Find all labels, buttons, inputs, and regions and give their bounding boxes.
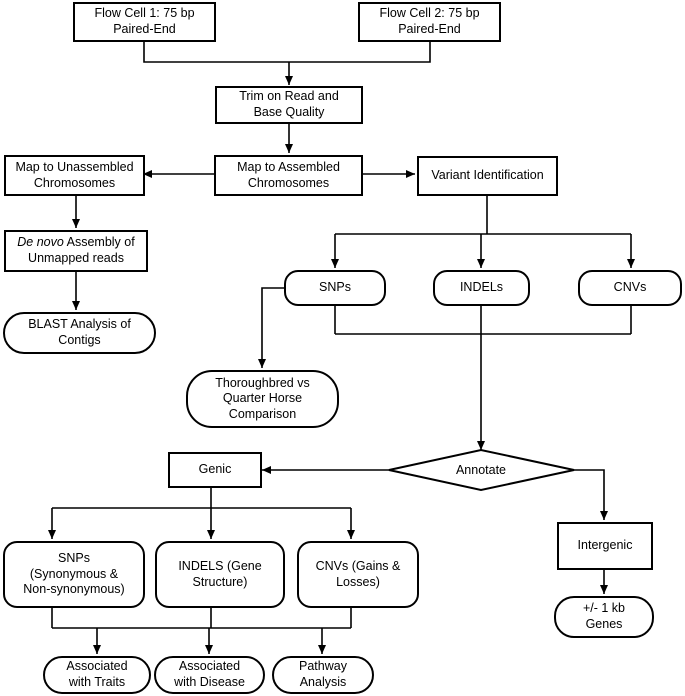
plus-minus-genes-line1: +/- 1 kb <box>582 601 626 616</box>
genic-cnvs-line1: CNVs (Gains & <box>315 558 401 573</box>
pathway-line2: Analysis <box>299 675 347 689</box>
indels-label: INDELs <box>459 280 504 295</box>
disease-line2: with Disease <box>174 675 245 689</box>
blast-line2: Contigs <box>58 333 101 347</box>
thoroughbred-line2: Quarter Horse <box>222 391 303 406</box>
snps-label: SNPs <box>319 280 351 295</box>
variant-identification-box: Variant Identification <box>417 156 558 196</box>
flow-cell-1-line2: Paired-End <box>113 22 176 36</box>
arrow-to-thoroughbred <box>258 287 284 368</box>
annotate-diamond <box>388 448 575 492</box>
pathway-line1: Pathway <box>299 659 347 674</box>
snps-box: SNPs <box>284 270 386 306</box>
map-assembled-line1: Map to Assembled <box>237 159 340 174</box>
traits-line2: with Traits <box>68 675 126 689</box>
thoroughbred-line3: Comparison <box>228 406 297 421</box>
map-unassembled-line2: Chromosomes <box>33 175 116 190</box>
genic-box: Genic <box>168 452 262 488</box>
genic-snps-line3: Non-synonymous) <box>23 582 125 597</box>
trim-line2: Base Quality <box>253 105 325 119</box>
flow-cell-2-line2: Paired-End <box>398 22 461 36</box>
cnvs-label: CNVs <box>613 280 647 295</box>
flow-cell-1-line1: Flow Cell 1: 75 bp <box>94 6 195 21</box>
connector-flowcell2-merge <box>289 42 431 63</box>
traits-line1: Associated <box>66 659 128 674</box>
de-novo-line2: Unmapped reads <box>28 251 124 265</box>
variant-identification-label: Variant Identification <box>431 168 544 183</box>
map-assembled-line2: Chromosomes <box>247 175 330 190</box>
connector-flowcell1-merge <box>143 42 289 63</box>
plus-minus-genes-line2: Genes <box>585 617 623 631</box>
arrow-to-intergenic <box>574 469 608 520</box>
genic-snps-box: SNPs(Synonymous &Non-synonymous) <box>3 541 145 608</box>
flow-cell-2-line1: Flow Cell 2: 75 bp <box>379 6 480 21</box>
intergenic-label: Intergenic <box>577 538 633 553</box>
de-novo-italic: De novo <box>17 235 64 250</box>
indels-box: INDELs <box>433 270 530 306</box>
thoroughbred-line1: Thoroughbred vs <box>215 375 310 390</box>
annotate-label: Annotate <box>455 463 507 477</box>
map-unassembled-line1: Map to Unassembled <box>15 159 134 174</box>
cnvs-box: CNVs <box>578 270 682 306</box>
de-novo-rest: Assembly of <box>63 235 135 250</box>
intergenic-box: Intergenic <box>557 522 653 570</box>
genic-snps-line1: SNPs <box>58 551 90 566</box>
genic-snps-line2: (Synonymous & <box>29 566 119 581</box>
disease-line1: Associated <box>178 659 241 674</box>
genic-indels-line2: Structure) <box>192 574 248 589</box>
annotate-label-wrap: Annotate <box>387 452 575 488</box>
genic-cnvs-box: CNVs (Gains &Losses) <box>297 541 419 608</box>
genic-indels-line1: INDELS (Gene <box>178 558 262 573</box>
trim-line1: Trim on Read and <box>239 89 339 104</box>
genic-label: Genic <box>198 462 232 477</box>
genic-cnvs-line2: Losses) <box>336 574 380 589</box>
blast-line1: BLAST Analysis of <box>28 317 131 332</box>
